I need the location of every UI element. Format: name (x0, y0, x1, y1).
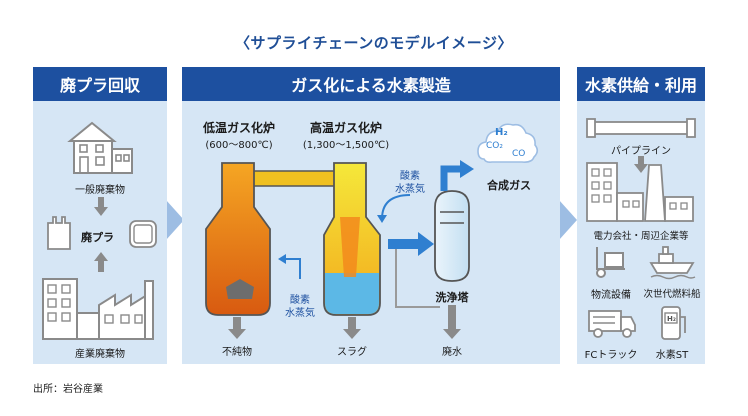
next-gen-ship-label: 次世代燃料船 (643, 289, 701, 300)
high-temp-furnace-label: 高温ガス化炉 (309, 121, 383, 135)
gasification-process-diagram (205, 123, 539, 339)
power-plant-icon (586, 162, 694, 222)
truck-icon (588, 310, 636, 338)
pipeline-icon (586, 118, 696, 138)
slag-bath (325, 273, 379, 314)
low-temp-furnace-label: 低温ガス化炉 (202, 121, 276, 135)
h2-station-mark: H₂ (667, 315, 676, 323)
co2-gas-label: CO₂ (486, 141, 503, 151)
h2-station-label: 水素ST (655, 350, 689, 361)
down-arrow-icon (94, 197, 108, 216)
power-companies-label: 電力会社・周辺企業等 (593, 231, 689, 242)
low-temp-range-label: (600～800℃) (205, 140, 273, 151)
waste-water-label: 廃水 (442, 347, 462, 358)
fc-truck-label: FCトラック (584, 350, 638, 361)
steam-label-upper: 水蒸気 (395, 184, 425, 195)
ship-icon (649, 246, 696, 280)
oxygen-label-upper: 酸素 (400, 171, 420, 182)
syngas-label: 合成ガス (487, 179, 531, 192)
source-note: 出所：岩谷産業 (33, 384, 103, 395)
chevron-arrow-icon (559, 200, 577, 240)
plastic-bag-icon (47, 216, 71, 250)
collection-panel: 廃プラ回収 一般廃棄物 廃プラ (33, 67, 167, 364)
production-header: ガス化による水素製造 (182, 67, 560, 101)
steam-inlet-lower (284, 258, 301, 279)
pipeline-label: パイプライン (611, 146, 671, 157)
high-temp-range-label: (1,300～1,500℃) (302, 140, 390, 151)
washing-tower (434, 190, 470, 282)
industrial-waste-label: 産業廃棄物 (75, 349, 125, 360)
h2-gas-label: H₂ (495, 127, 508, 138)
chevron-arrow-icon (166, 200, 184, 240)
oxygen-label-lower: 酸素 (290, 295, 310, 306)
usage-header: 水素供給・利用 (577, 67, 705, 101)
to-washer-arrow (388, 232, 434, 256)
low-temp-furnace (205, 162, 271, 316)
flame-core (340, 217, 360, 277)
logistics-label: 物流設備 (591, 290, 631, 301)
impurities-label: 不純物 (222, 347, 252, 358)
waste-plastic-label: 廃プラ (81, 231, 114, 244)
factory-icon (42, 278, 154, 340)
washing-tower-label: 洗浄塔 (435, 291, 469, 304)
usage-panel: 水素供給・利用 パイプライン 電力会社・周辺企業等 (577, 67, 705, 364)
hydrogen-station-icon (661, 306, 686, 340)
syngas-arrow (440, 165, 462, 191)
household-waste-label: 一般廃棄物 (75, 185, 125, 196)
down-arrow-icon (634, 156, 648, 173)
production-panel: ガス化による水素製造 低温ガス化炉 (600～800℃) 高温ガス化炉 (1,3… (182, 67, 560, 364)
house-icon (67, 121, 133, 174)
collection-header: 廃プラ回収 (33, 67, 167, 101)
forklift-icon (596, 247, 625, 278)
char-lump (226, 279, 254, 299)
co-gas-label: CO (512, 149, 526, 159)
slag-label: スラグ (337, 347, 367, 358)
gas-cloud (477, 123, 539, 163)
steam-label-lower: 水蒸気 (285, 308, 315, 319)
up-arrow-icon (94, 252, 108, 272)
diagram-title: 〈サプライチェーンのモデルイメージ〉 (235, 34, 513, 52)
food-container-icon (129, 220, 157, 248)
